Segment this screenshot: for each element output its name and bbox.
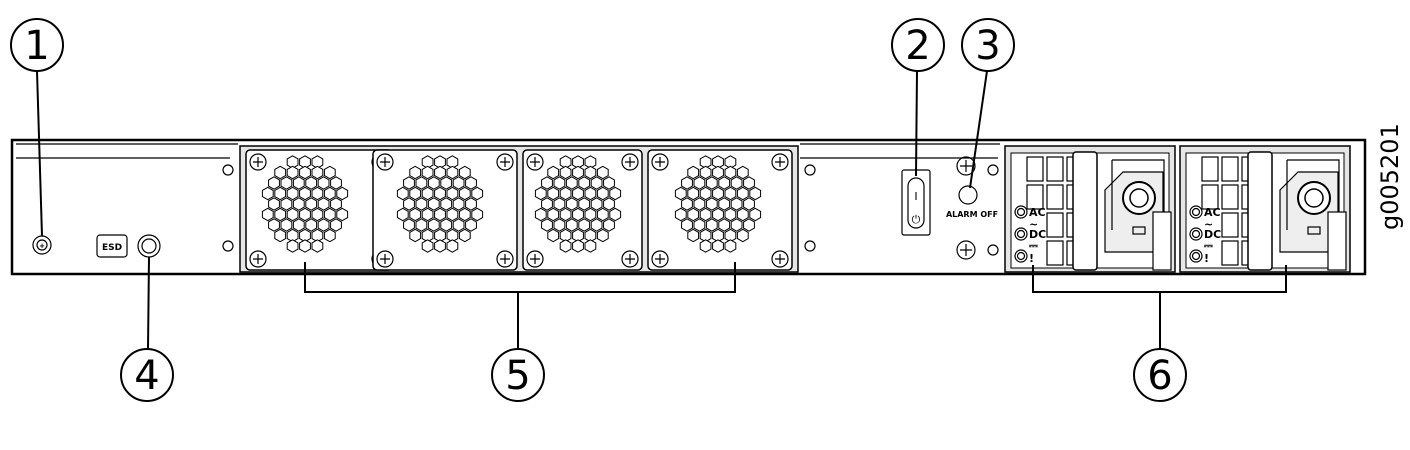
callout-3: 3	[961, 18, 1015, 189]
alarm-off-label: ALARM OFF	[946, 210, 998, 219]
psu-led	[1014, 227, 1028, 241]
screw-icon	[376, 153, 394, 171]
psu-ac-label: AC	[1029, 206, 1046, 219]
power-icon: ⏻	[912, 213, 921, 226]
fan-module	[372, 149, 518, 271]
fan-module	[245, 149, 393, 271]
screw-icon	[651, 153, 669, 171]
screw-icon	[771, 250, 789, 268]
psu-handle	[1072, 151, 1098, 271]
screw-hole	[804, 164, 816, 176]
alarm-off-button[interactable]	[958, 185, 978, 205]
screw-plus	[956, 156, 976, 176]
screw-icon	[249, 250, 267, 268]
psu-latch	[1327, 211, 1347, 271]
psu-dc-label: DC	[1204, 228, 1221, 241]
fan-modules	[245, 149, 793, 271]
callout-1: 1	[10, 18, 64, 237]
callout-6: 6	[1032, 265, 1287, 402]
psu-fault-label: !	[1204, 252, 1209, 265]
cable-retainer	[1111, 159, 1165, 230]
psu-led	[1189, 227, 1203, 241]
screw-icon	[651, 250, 669, 268]
screw-hole	[222, 164, 234, 176]
svg-text:6: 6	[1147, 353, 1172, 399]
psu-dc-label: DC	[1029, 228, 1046, 241]
esd-label: ESD	[96, 234, 128, 258]
psu-ac-symbol: ~	[1029, 218, 1038, 231]
psu-led	[1189, 205, 1203, 219]
fan-module	[647, 149, 793, 271]
screw-icon	[621, 250, 639, 268]
callout-5: 5	[304, 262, 736, 402]
psu-led	[1014, 249, 1028, 263]
callout-2: 2	[891, 18, 945, 177]
screw-hole	[987, 164, 999, 176]
esd-text: ESD	[102, 243, 122, 253]
callout-4: 4	[120, 256, 174, 402]
psu-ac-label: AC	[1204, 206, 1221, 219]
psu-led	[1014, 205, 1028, 219]
screw-icon	[621, 153, 639, 171]
cable-retainer	[1286, 159, 1340, 230]
chassis-edge	[16, 143, 1000, 159]
screw-plus	[956, 240, 976, 260]
screw-icon	[496, 250, 514, 268]
psu-ac-symbol: ~	[1204, 218, 1213, 231]
screw-hole	[222, 240, 234, 252]
screw-icon	[496, 153, 514, 171]
psu-latch	[1152, 211, 1172, 271]
psu-handle	[1247, 151, 1273, 271]
power-on-symbol: I	[914, 190, 917, 203]
power-supply: AC~DC⎓!	[1179, 145, 1351, 273]
svg-text:4: 4	[134, 353, 159, 399]
svg-text:+: +	[39, 242, 45, 250]
figure-id: g005201	[1376, 123, 1404, 230]
screw-icon	[771, 153, 789, 171]
psu-led	[1189, 249, 1203, 263]
psu-fault-label: !	[1029, 252, 1034, 265]
power-supply: AC~DC⎓!	[1004, 145, 1176, 273]
screw-hole	[987, 244, 999, 256]
screw-icon	[526, 153, 544, 171]
screw-icon	[526, 250, 544, 268]
svg-text:5: 5	[505, 353, 530, 399]
fan-module	[522, 149, 643, 271]
screw-icon	[376, 250, 394, 268]
psu-dc-symbol: ⎓	[1029, 239, 1038, 252]
power-supplies: AC~DC⎓!AC~DC⎓!	[1004, 145, 1351, 273]
svg-text:3: 3	[975, 23, 1000, 69]
psu-dc-symbol: ⎓	[1204, 239, 1213, 252]
svg-text:2: 2	[905, 23, 930, 69]
screw-icon	[249, 153, 267, 171]
screw-hole	[804, 240, 816, 252]
svg-text:1: 1	[24, 23, 49, 69]
